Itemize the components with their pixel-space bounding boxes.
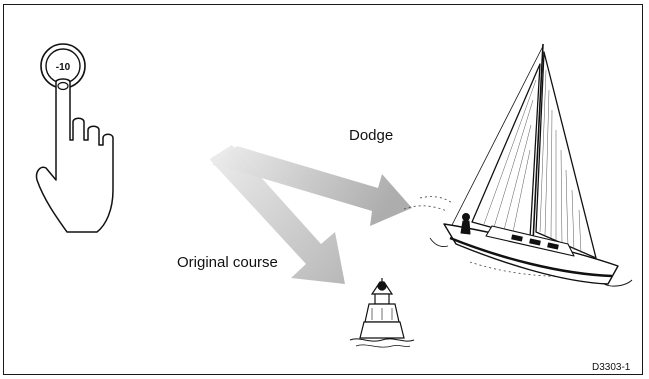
button-label: -10 <box>56 62 71 73</box>
dodge-arrow <box>212 146 412 226</box>
buoy-icon <box>349 278 415 348</box>
figure-reference: D3303-1 <box>592 362 631 373</box>
dodge-label: Dodge <box>349 127 394 144</box>
wake-lines <box>403 196 601 277</box>
hand-pointer-icon <box>35 78 114 233</box>
original-course-label: Original course <box>177 254 278 271</box>
sailboat-icon <box>429 43 633 287</box>
original-course-arrow <box>210 145 345 284</box>
